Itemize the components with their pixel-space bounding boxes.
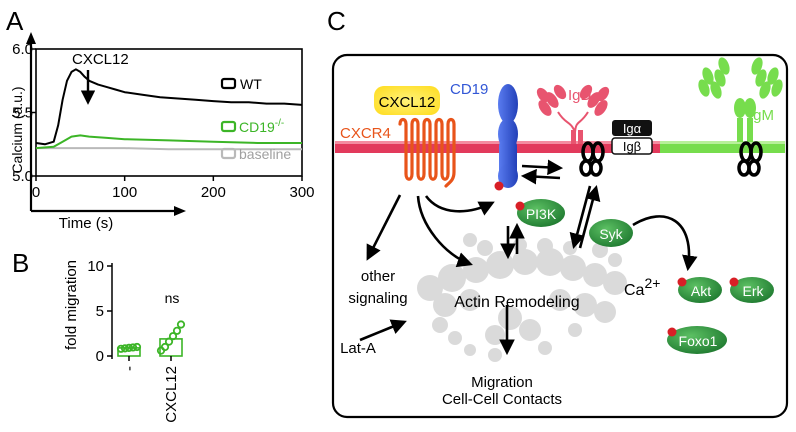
legend-swatch-wt	[220, 77, 237, 90]
b-category-label: CXCL12	[163, 366, 180, 423]
a-xtick-label: 200	[201, 184, 226, 201]
data-point	[176, 320, 186, 329]
b-ytick-label: 0	[96, 348, 104, 365]
panel-b-ylabel: fold migration	[63, 260, 80, 350]
igb-label: Igβ	[623, 139, 641, 154]
a-xtick-label: 300	[289, 184, 314, 201]
membrane-green-highlight	[660, 141, 785, 144]
pi3k-phospho-site	[515, 201, 525, 211]
panel-a: A Calcium (a.u.) Time (s) 0 100 200 300 5.0 5…	[6, 6, 315, 232]
other-signaling-line2: signaling	[348, 290, 407, 307]
pi3k-node	[517, 199, 565, 227]
panel-c: C CXCL12 CXCR4	[327, 6, 789, 419]
igm-receptor	[698, 57, 783, 142]
cd19-label: CD19	[450, 81, 488, 98]
membrane-red-highlight	[335, 141, 660, 144]
calcium-label: Ca2+	[624, 275, 660, 299]
a-ytick-label: 5.0	[12, 168, 33, 185]
cell-outline	[331, 53, 789, 419]
cxcr4-receptor	[398, 117, 456, 188]
iga-label: Igα	[623, 121, 642, 136]
calcium-label-superscript: 2+	[644, 275, 660, 291]
panel-a-ticks: 0 100 200 300 5.0 5.5 6.0	[12, 41, 314, 201]
migration-label-line1: Migration	[471, 374, 533, 391]
data-point	[160, 342, 170, 352]
cxcr4-label: CXCR4	[340, 125, 391, 142]
panel-b-significance: ns	[165, 290, 180, 306]
erk-node	[730, 277, 774, 303]
cxcl12-ligand-glow	[374, 86, 440, 115]
a-ytick-label: 5.5	[12, 105, 33, 122]
data-point	[168, 332, 178, 341]
cd19-receptor	[494, 84, 518, 191]
igm-label: IgM	[749, 107, 774, 124]
b-category-label: -	[121, 366, 138, 371]
syk-node	[589, 219, 633, 247]
igd-label: IgD	[568, 87, 592, 104]
panel-b: B fold migration ns 0 5 10 - CXCL12	[12, 248, 186, 423]
erk-label: Erk	[743, 283, 765, 299]
data-point	[132, 342, 142, 352]
foxo1-node	[667, 326, 727, 354]
data-point	[124, 343, 134, 352]
igd-signaling-chains	[579, 141, 605, 177]
igm-signaling-chains	[737, 141, 763, 177]
pathway-arrows	[359, 159, 698, 356]
erk-phospho-site	[729, 277, 739, 287]
other-signaling-line1: other	[361, 268, 395, 285]
panel-b-bars: - CXCL12	[116, 320, 186, 423]
panel-a-ylabel: Calcium (a.u.)	[9, 86, 25, 173]
a-xtick-label: 0	[32, 184, 40, 201]
svg-text:CD19-/-: CD19-/-	[239, 118, 284, 135]
data-point	[120, 344, 130, 353]
akt-phospho-site	[677, 277, 687, 287]
iga-badge	[612, 120, 652, 136]
cxcl12-stimulus-label: CXCL12	[72, 51, 129, 68]
migration-label-line2: Cell-Cell Contacts	[442, 391, 562, 408]
panel-a-y-arrowhead	[26, 32, 36, 44]
legend-label-baseline: baseline	[239, 146, 291, 162]
calcium-label-text: Ca	[624, 282, 645, 299]
panel-a-x-arrowhead	[174, 206, 186, 216]
series-line-baseline	[36, 147, 302, 151]
foxo1-phospho-site	[667, 327, 677, 337]
data-point	[128, 343, 138, 352]
b-ytick-label: 5	[96, 303, 104, 320]
foxo1-label: Foxo1	[679, 333, 718, 349]
data-point	[116, 344, 126, 353]
panel-a-lines	[35, 68, 303, 151]
panel-b-letter: B	[12, 248, 29, 278]
a-xtick-label: 100	[112, 184, 137, 201]
actin-remodeling-label: Actin Remodeling	[454, 294, 579, 311]
igd-receptor	[536, 84, 610, 144]
panel-b-ticks: 0 5 10	[87, 258, 112, 365]
data-point	[172, 326, 182, 335]
legend-label-cd19: CD19	[239, 119, 275, 135]
legend-swatch-baseline	[220, 147, 237, 160]
series-line-wt	[35, 68, 303, 146]
legend-label-wt: WT	[240, 76, 262, 92]
igb-badge	[611, 137, 653, 155]
data-point	[164, 337, 174, 346]
syk-label: Syk	[599, 226, 623, 242]
cxcl12-ligand-label: CXCL12	[379, 94, 436, 111]
pi3k-label: PI3K	[526, 206, 557, 222]
akt-label: Akt	[691, 283, 711, 299]
cd19-phospho-site	[494, 181, 504, 191]
panel-a-xlabel: Time (s)	[59, 215, 113, 232]
lat-a-label: Lat-A	[340, 340, 376, 357]
legend-cd19-superscript: -/-	[275, 118, 284, 129]
series-line-cd19	[35, 134, 302, 150]
legend-swatch-cd19	[220, 120, 237, 133]
panel-a-letter: A	[6, 6, 24, 36]
akt-node	[678, 277, 722, 303]
b-ytick-label: 10	[87, 258, 104, 275]
panel-a-legend: WT CD19-/- baseline	[220, 76, 291, 162]
a-ytick-label: 6.0	[12, 41, 33, 58]
panel-c-letter: C	[327, 6, 346, 36]
